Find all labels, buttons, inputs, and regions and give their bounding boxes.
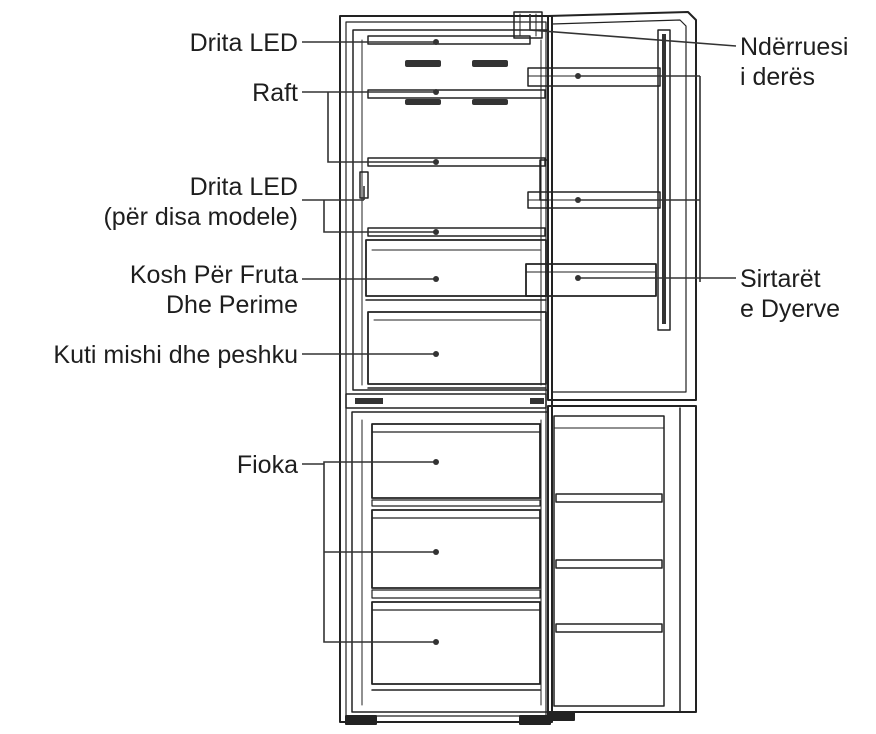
label-door-switch-line2: i derës bbox=[740, 63, 816, 91]
label-door-switch-line1: Ndërruesi bbox=[740, 33, 849, 61]
compartment-divider bbox=[345, 393, 547, 409]
label-meat-fish-text: Kuti mishi dhe peshku bbox=[53, 341, 298, 369]
meat-fish-box bbox=[367, 311, 547, 385]
label-led-light-top: Drita LED bbox=[190, 28, 298, 58]
leader-lines bbox=[302, 14, 737, 643]
label-meat-fish-box: Kuti mishi dhe peshku bbox=[53, 340, 298, 370]
label-led-some-line2: (për disa modele) bbox=[103, 203, 298, 231]
door-bin-3 bbox=[525, 263, 657, 297]
label-shelf-text: Raft bbox=[252, 79, 298, 107]
shelf-1 bbox=[367, 89, 546, 99]
label-led-some-line1: Drita LED bbox=[189, 173, 298, 201]
freezer-drawer-1 bbox=[371, 423, 541, 499]
label-fruit-veg-line2: Dhe Perime bbox=[166, 291, 298, 319]
fruit-veg-bin bbox=[365, 239, 547, 297]
freezer-drawer-2 bbox=[371, 509, 541, 589]
fridge-foot-left bbox=[345, 715, 377, 725]
freezer-door-bin-1 bbox=[555, 493, 663, 503]
fridge-foot-right bbox=[519, 715, 551, 725]
freezer-door-bin-2 bbox=[555, 559, 663, 569]
freezer-door-bin-3 bbox=[555, 623, 663, 633]
fridge-compartment bbox=[352, 29, 549, 391]
door-bin-1 bbox=[527, 67, 661, 87]
label-shelf: Raft bbox=[252, 78, 298, 108]
door-bin-2 bbox=[527, 191, 661, 209]
label-door-switch: Ndërruesi i derës bbox=[740, 32, 848, 92]
leader-dots bbox=[433, 39, 581, 645]
label-led-light-some-models: Drita LED (për disa modele) bbox=[103, 172, 298, 232]
label-fruit-veg-line1: Kosh Për Fruta bbox=[129, 261, 298, 289]
freezer-compartment bbox=[351, 411, 549, 713]
lower-door bbox=[547, 405, 697, 713]
door-switch bbox=[513, 11, 543, 39]
freezer-drawer-3 bbox=[371, 601, 541, 685]
fridge-cabinet-inner bbox=[345, 21, 547, 717]
label-drawer: Fioka bbox=[237, 450, 298, 480]
label-fruit-veg-bin: Kosh Për Fruta Dhe Perime bbox=[130, 260, 298, 320]
label-door-bins-line2: e Dyerve bbox=[740, 295, 841, 323]
label-door-bins: Sirtarët e Dyerve bbox=[740, 264, 840, 324]
label-drawer-text: Fioka bbox=[236, 451, 298, 479]
shelf-2 bbox=[367, 157, 546, 167]
label-led-light-top-text: Drita LED bbox=[189, 29, 298, 57]
upper-door bbox=[547, 11, 697, 401]
label-door-bins-line1: Sirtarët bbox=[740, 265, 821, 293]
shelf-3 bbox=[367, 227, 546, 237]
